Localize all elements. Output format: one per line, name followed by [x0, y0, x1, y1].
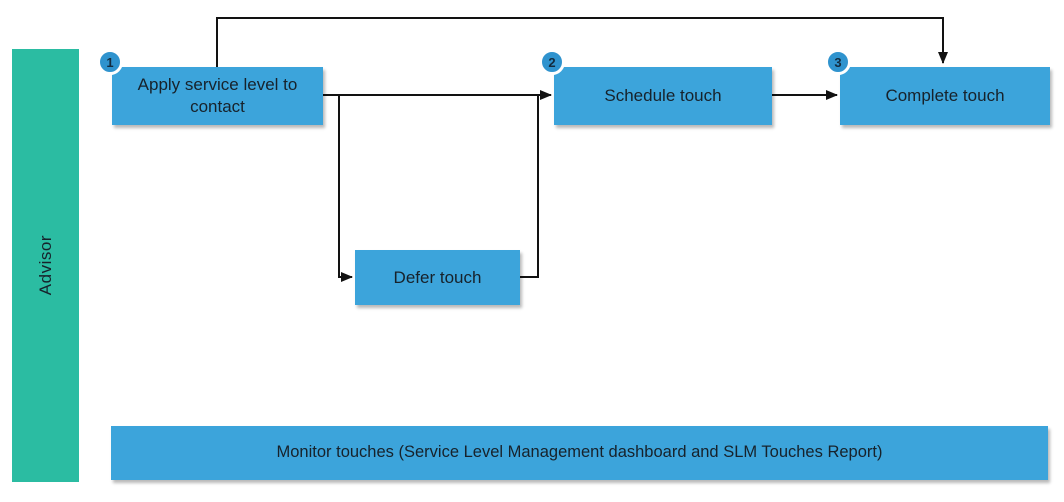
node-schedule-touch: 2 Schedule touch: [539, 49, 772, 125]
monitor-touches-bar: Monitor touches (Service Level Managemen…: [111, 426, 1048, 480]
step-3-badge: 3: [825, 49, 851, 75]
node-defer-touch: Defer touch: [355, 250, 520, 305]
node-apply-service-level: 1 Apply service level to contact: [97, 49, 323, 125]
node-schedule-touch-label: Schedule touch: [604, 86, 722, 106]
node-complete-touch-label: Complete touch: [885, 86, 1005, 106]
node-apply-service-level-label: Apply service level to contact: [137, 75, 298, 116]
connector-apply-to-defer: [338, 95, 353, 282]
advisor-swimlane: Advisor: [12, 49, 79, 482]
step-1-badge: 1: [97, 49, 123, 75]
advisor-swimlane-label: Advisor: [35, 235, 55, 296]
step-2-badge: 2: [539, 49, 565, 75]
node-complete-touch: 3 Complete touch: [825, 49, 1050, 125]
node-defer-touch-label: Defer touch: [393, 267, 482, 287]
connector-defer-to-schedule: [520, 96, 539, 278]
monitor-touches-bar-label: Monitor touches (Service Level Managemen…: [276, 443, 883, 462]
